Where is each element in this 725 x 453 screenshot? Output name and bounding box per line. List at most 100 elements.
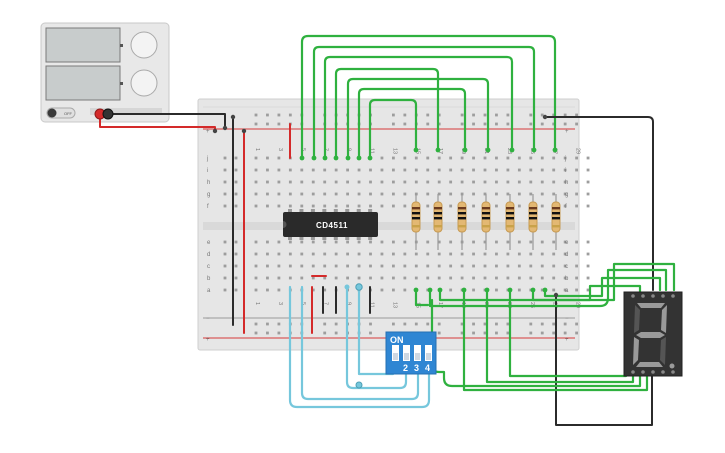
resistor[interactable] (528, 194, 538, 250)
wire-end (356, 155, 362, 161)
hole (403, 276, 407, 280)
resistor[interactable] (457, 194, 467, 250)
negative-terminal[interactable] (102, 108, 114, 120)
resistor[interactable] (481, 194, 491, 250)
display-pin (661, 370, 665, 374)
hole (437, 180, 441, 184)
hole (380, 168, 384, 172)
wire-black-bottom-loop[interactable] (555, 294, 653, 426)
rail-plus-label-bottom-right: + (565, 337, 569, 343)
hole (506, 252, 510, 256)
hole (392, 240, 395, 244)
hole (323, 192, 327, 196)
hole (392, 276, 395, 280)
wire-green-b1[interactable] (414, 288, 430, 307)
hole (460, 252, 464, 256)
hole (323, 264, 327, 268)
display-pin (631, 294, 635, 298)
rail-hole (472, 113, 475, 117)
rail-hole (334, 322, 338, 326)
resistor[interactable] (505, 194, 515, 250)
wire-end (230, 114, 236, 120)
rail-hole (472, 322, 475, 326)
hole (483, 252, 487, 256)
wire-end (241, 128, 247, 134)
wire-green-b6[interactable] (428, 268, 668, 308)
hole (357, 264, 361, 268)
voltage-knob[interactable] (130, 31, 158, 59)
hole (288, 276, 292, 280)
hole (300, 180, 304, 184)
rail-hole (437, 113, 441, 117)
hole (552, 168, 556, 172)
dip-switch[interactable]: ON 2 3 4 (385, 331, 437, 375)
resistor[interactable] (551, 194, 561, 250)
wire-cyan-3[interactable] (345, 285, 408, 390)
rail-hole (540, 331, 544, 335)
rail-hole (472, 122, 475, 126)
hole (472, 168, 475, 172)
display-pin (671, 370, 675, 374)
wire-green-4[interactable] (334, 67, 440, 160)
rail-plus-label-left: + (206, 129, 210, 135)
wire-green-2[interactable] (312, 45, 536, 160)
chip-pin (288, 209, 292, 213)
rail-hole (266, 113, 269, 117)
row-label: b (207, 276, 211, 282)
hole (449, 204, 453, 208)
wire-green-7[interactable] (368, 98, 418, 160)
wire-green-1[interactable] (300, 34, 557, 160)
rail-hole (552, 113, 556, 117)
hole (234, 264, 238, 268)
chip-pin (356, 236, 361, 240)
rail-hole (495, 322, 498, 326)
resistor[interactable] (411, 194, 421, 250)
hole (369, 240, 372, 244)
hole (357, 276, 361, 280)
hole (266, 204, 269, 208)
wire-green-b4[interactable] (485, 288, 635, 384)
hole (288, 168, 292, 172)
seven-segment-display[interactable] (623, 291, 683, 377)
rail-hole (575, 113, 578, 117)
hole (300, 240, 304, 244)
chip-pin (288, 236, 292, 240)
hole (300, 276, 304, 280)
resistor[interactable] (433, 194, 443, 250)
row-label: g (207, 192, 210, 198)
wire-end (367, 155, 373, 161)
hole (495, 252, 498, 256)
hole (311, 192, 315, 196)
cd4511-chip[interactable]: CD4511 (283, 209, 378, 240)
current-knob[interactable] (130, 69, 158, 97)
wire-black-rail-to-display[interactable] (544, 116, 654, 291)
hole (254, 240, 258, 244)
wires (99, 34, 676, 426)
wire-green-b7[interactable] (531, 262, 676, 302)
wire-green-3[interactable] (323, 55, 514, 160)
rail-hole (266, 322, 269, 326)
wire-green-6[interactable] (357, 87, 467, 160)
hole (552, 156, 556, 160)
hole (334, 168, 338, 172)
hole (380, 156, 384, 160)
hole (380, 240, 384, 244)
wire-green-b9[interactable] (438, 284, 642, 302)
hole (517, 192, 521, 196)
wire-green-b3[interactable] (462, 288, 649, 392)
display-pin (651, 370, 655, 374)
hole (288, 240, 292, 244)
segment-a (637, 303, 665, 308)
rail-hole (288, 113, 292, 117)
rail-hole (460, 113, 464, 117)
wire-black-power-lead[interactable] (107, 113, 226, 129)
row-label: c (565, 264, 568, 270)
hole (380, 264, 384, 268)
rail-hole (369, 322, 372, 326)
wire-cyan-2[interactable] (300, 285, 420, 401)
power-supply[interactable]: OFF (40, 22, 170, 123)
wire-green-5[interactable] (346, 77, 490, 160)
wire-cyan-1[interactable] (288, 285, 431, 409)
column-label: 1 (254, 302, 260, 305)
hole (426, 168, 430, 172)
